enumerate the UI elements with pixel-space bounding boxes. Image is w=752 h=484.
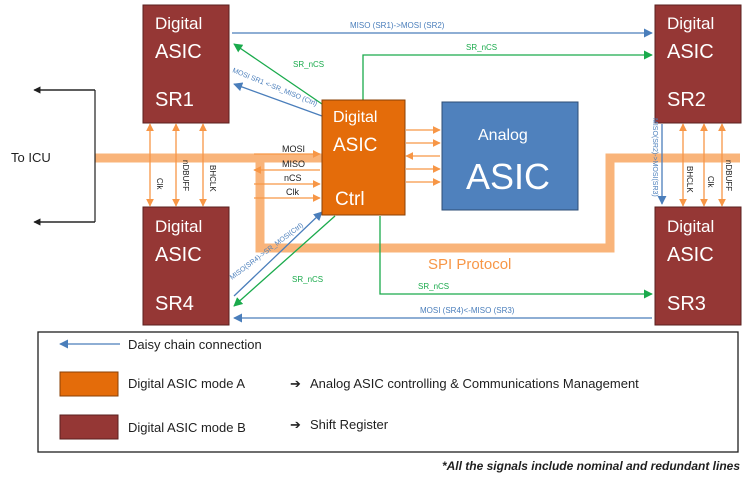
ncs-ctrl-sr3 (379, 216, 653, 299)
legend-mode-b-label: Digital ASIC mode B (128, 420, 246, 435)
legend-mode-a-label: Digital ASIC mode A (128, 376, 245, 391)
block-analog: Analog ASIC (441, 101, 579, 211)
footnote: *All the signals include nominal and red… (442, 459, 740, 473)
to-icu-label: To ICU (11, 150, 51, 165)
label-sr-ncs-sr1: SR_nCS (293, 60, 324, 69)
sr3-line2: ASIC (667, 244, 714, 266)
sr2-line2: ASIC (667, 41, 714, 63)
sr4-line2: ASIC (155, 244, 202, 266)
label-mosi: MOSI (282, 144, 305, 154)
block-sr1: Digital ASIC SR1 (142, 4, 230, 124)
sr4-line3: SR4 (155, 293, 194, 315)
label-miso-sr2-mosi-sr3: MISO(SR2)->MOSI(SR3) (651, 118, 658, 197)
block-sr2: Digital ASIC SR2 (654, 4, 742, 124)
block-sr4: Digital ASIC SR4 (142, 206, 230, 326)
label-miso-sr1-mosi-sr2: MISO (SR1)->MOSI (SR2) (350, 21, 445, 30)
sr2-line1: Digital (667, 14, 714, 33)
legend-mode-a-desc: Analog ASIC controlling & Communications… (310, 376, 639, 391)
spi-bus (95, 153, 740, 253)
label-bhclk-right: BHCLK (685, 166, 694, 193)
ctrl-line2: ASIC (333, 135, 377, 156)
label-sr-ncs-sr3: SR_nCS (418, 282, 449, 291)
analog-line2: ASIC (466, 156, 550, 197)
label-clk-left: Clk (155, 178, 164, 191)
legend-mode-a-swatch (59, 371, 119, 397)
block-ctrl: Digital ASIC Ctrl (321, 99, 406, 216)
label-ndbuff-right: nDBUFF (724, 160, 733, 191)
label-mosi-sr4-miso-sr3: MOSI (SR4)<-MISO (SR3) (420, 306, 515, 315)
legend-mode-b-desc: Shift Register (310, 417, 389, 432)
label-sr-ncs-sr4: SR_nCS (292, 275, 323, 284)
label-bhclk-left: BHCLK (208, 165, 217, 192)
sr3-line1: Digital (667, 217, 714, 236)
ncs-ctrl-sr4 (233, 215, 336, 307)
label-sr-ncs-sr2: SR_nCS (466, 43, 497, 52)
label-clk: Clk (286, 187, 299, 197)
legend-mode-b-arrow: ➔ (290, 417, 301, 432)
sr2-line3: SR2 (667, 89, 706, 111)
sr3-line3: SR3 (667, 293, 706, 315)
legend-daisy-label: Daisy chain connection (128, 337, 262, 352)
label-miso: MISO (282, 159, 305, 169)
label-ndbuff-left: nDBUFF (181, 160, 190, 191)
sr1-line2: ASIC (155, 41, 202, 63)
ctrl-line3: Ctrl (335, 189, 365, 210)
legend-mode-a-arrow: ➔ (290, 376, 301, 391)
ctrl-line1: Digital (333, 109, 377, 126)
legend-mode-b-swatch (59, 414, 119, 440)
sr4-line1: Digital (155, 217, 202, 236)
daisy-ctrl-sr1 (233, 82, 323, 117)
ncs-ctrl-sr1 (233, 43, 323, 105)
block-sr3: Digital ASIC SR3 (654, 206, 742, 326)
daisy-sr4-ctrl (233, 211, 323, 297)
label-clk-right: Clk (706, 176, 715, 189)
sr1-line1: Digital (155, 14, 202, 33)
label-ncs: nCS (284, 173, 302, 183)
sr1-line3: SR1 (155, 89, 194, 111)
ncs-ctrl-sr2 (362, 50, 653, 100)
analog-line1: Analog (478, 127, 528, 144)
legend: Daisy chain connection Digital ASIC mode… (37, 331, 739, 453)
spi-protocol-label: SPI Protocol (428, 256, 511, 273)
